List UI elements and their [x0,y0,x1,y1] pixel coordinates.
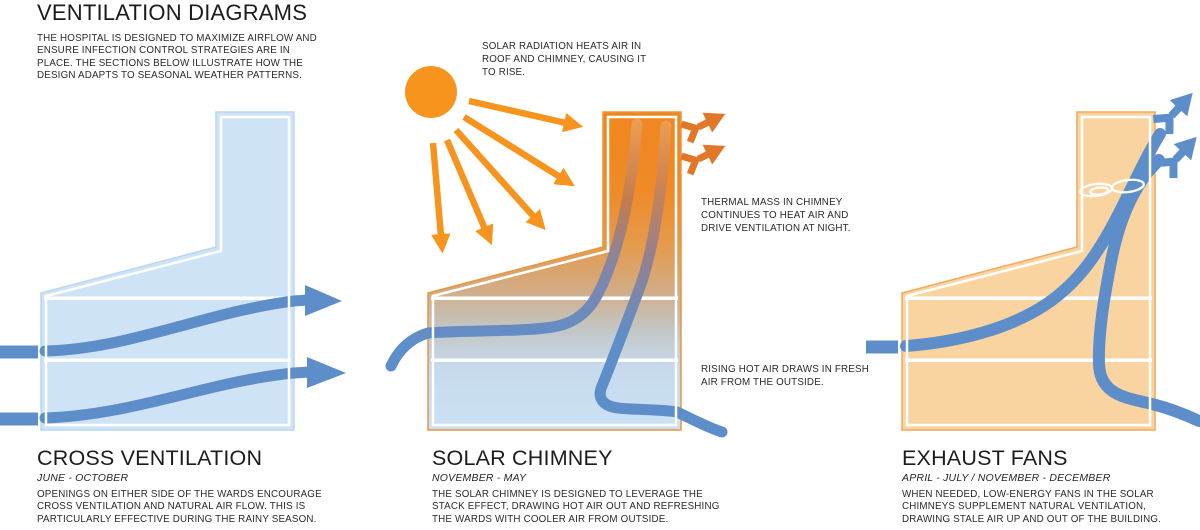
sun-icon [405,66,457,118]
page-header: VENTILATION DIAGRAMS THE HOSPITAL IS DES… [37,0,317,83]
airflow-arrow-icon [307,357,346,388]
sun-ray-icon [453,127,546,231]
section-title: EXHAUST FANS [902,446,1068,470]
section-title: SOLAR CHIMNEY [432,446,613,470]
section-description: OPENINGS ON EITHER SIDE OF THE WARDS ENC… [37,489,322,525]
floor-divider [431,358,678,362]
solar-chimney-diagram [385,66,728,438]
floor-divider [44,358,291,362]
stack-flow-left [385,118,643,372]
section-cross-ventilation: CROSS VENTILATION JUNE - OCTOBER OPENING… [37,446,322,526]
exhaust-flow-right [1092,154,1200,427]
building-inner-outline [431,115,678,427]
section-title: CROSS VENTILATION [37,446,263,470]
floor-divider [905,358,1152,362]
hot-air-arrow-icon [680,112,726,144]
airflow-cross-lower [39,366,316,424]
sun-ray-icon [444,138,494,246]
section-description: WHEN NEEDED, LOW-ENERGY FANS IN THE SOLA… [902,489,1162,525]
annotation-thermal-mass: THERMAL MASS IN CHIMNEY CONTINUES TO HEA… [701,197,851,234]
section-exhaust-fans: EXHAUST FANS APRIL - JULY / NOVEMBER - D… [902,446,1161,526]
building-inner-outline [905,115,1152,427]
sun-ray-icon [462,114,575,187]
floor-divider [44,296,291,300]
fan-icon [1079,178,1145,198]
sun-ray-icon [429,142,451,254]
section-season: JUNE - OCTOBER [37,472,129,484]
airflow-arrow-icon [1153,92,1193,135]
airflow-arrow-icon [305,285,342,316]
floor-divider [905,296,1152,300]
airflow-arrow-icon [1157,136,1197,179]
sun-ray-icon [468,97,584,133]
floor-divider [431,296,678,300]
sun-rays [429,97,584,254]
ward-building-section [901,111,1156,431]
page-title: VENTILATION DIAGRAMS [37,0,308,25]
exhaust-fans-diagram [866,92,1200,431]
building-inner-outline [44,115,291,427]
section-description: THE SOLAR CHIMNEY IS DESIGNED TO LEVERAG… [432,489,720,525]
annotation-rising-air: RISING HOT AIR DRAWS IN FRESH AIR FROM T… [701,364,869,388]
hot-air-arrow-icon [680,144,726,176]
section-season: NOVEMBER - MAY [432,472,527,484]
section-solar-chimney: SOLAR CHIMNEY NOVEMBER - MAY THE SOLAR C… [432,446,720,526]
section-season: APRIL - JULY / NOVEMBER - DECEMBER [902,472,1111,484]
airflow-cross-upper [39,294,314,357]
cross-ventilation-diagram [0,111,346,431]
page-description: THE HOSPITAL IS DESIGNED TO MAXIMIZE AIR… [37,33,317,82]
annotation-solar-radiation: SOLAR RADIATION HEATS AIR IN ROOF AND CH… [482,41,647,78]
ward-building-section [40,111,295,431]
